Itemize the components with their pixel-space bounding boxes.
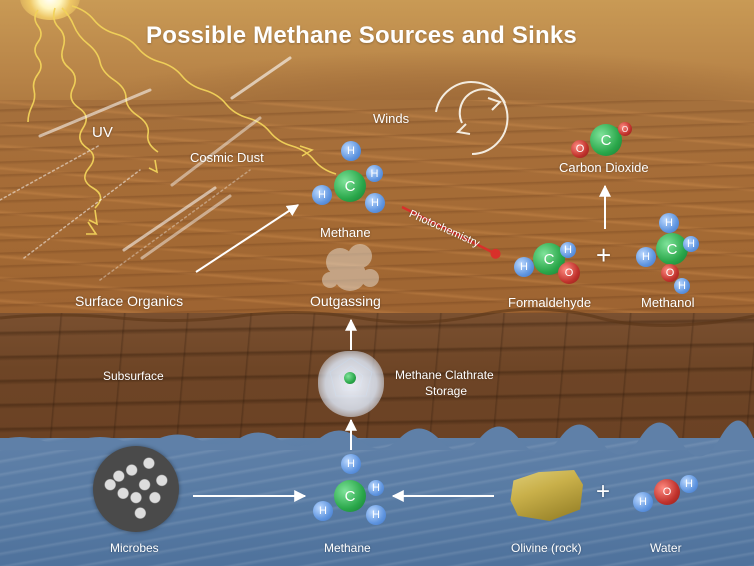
methanol-label: Methanol [641, 295, 695, 310]
hydrogen-atom: H [633, 492, 653, 512]
diagram-title: Possible Methane Sources and Sinks [146, 22, 577, 49]
hydrogen-atom: H [680, 475, 698, 493]
hydrogen-atom: H [368, 480, 384, 496]
olivine-label: Olivine (rock) [511, 541, 582, 555]
clathrate-methane-atom [344, 372, 356, 384]
hydrogen-atom: H [674, 278, 690, 294]
plus-sign-water: + [596, 478, 611, 505]
hydrogen-atom: H [341, 141, 361, 161]
hydrogen-atom: H [659, 213, 679, 233]
hydrogen-atom: H [341, 454, 361, 474]
oxygen-atom: O [618, 122, 632, 136]
methane-top-label: Methane [320, 225, 371, 240]
winds-icon [435, 81, 509, 155]
formaldehyde-label: Formaldehyde [508, 295, 592, 310]
outgassing-plume [322, 244, 379, 291]
hydrogen-atom: H [313, 501, 333, 521]
microbes-label: Microbes [110, 541, 159, 555]
cosmic-dust-label: Cosmic Dust [190, 150, 264, 165]
carbon-atom: C [334, 480, 366, 512]
olivine-rock-image [510, 470, 583, 521]
hydrogen-atom: H [366, 165, 383, 182]
hydrogen-atom: H [560, 242, 576, 258]
carbon-atom: C [590, 124, 622, 156]
clathrate-label-line1: Methane Clathrate [395, 368, 494, 382]
hydrogen-atom: H [312, 185, 332, 205]
uv-rays-icon [27, 5, 337, 235]
methane-clathrate-icon [318, 351, 384, 417]
oxygen-atom: O [558, 262, 580, 284]
cosmic-dust-streaks [0, 56, 292, 281]
carbon-atom: C [656, 233, 688, 265]
oxygen-atom: O [571, 140, 589, 158]
water-label: Water [650, 541, 682, 555]
oxygen-atom: O [654, 479, 680, 505]
microbes-image [93, 446, 179, 532]
subsurface-label: Subsurface [103, 369, 164, 383]
surface-organics-label: Surface Organics [75, 293, 184, 309]
carbon-atom: C [334, 170, 366, 202]
hydrogen-atom: H [365, 193, 385, 213]
carbon-dioxide-label: Carbon Dioxide [559, 160, 649, 175]
clathrate-label-line2: Storage [425, 384, 468, 398]
methane-bottom-label: Methane [324, 541, 371, 555]
hydrogen-atom: H [636, 247, 656, 267]
hydrogen-atom: H [366, 505, 386, 525]
outgassing-label: Outgassing [310, 293, 381, 309]
uv-label: UV [92, 124, 113, 141]
plus-sign: + [596, 240, 612, 270]
hydrogen-atom: H [683, 236, 699, 252]
oxygen-atom: O [661, 264, 679, 282]
hydrogen-atom: H [514, 257, 534, 277]
water-surface-edge [0, 420, 754, 457]
winds-label: Winds [373, 111, 410, 126]
